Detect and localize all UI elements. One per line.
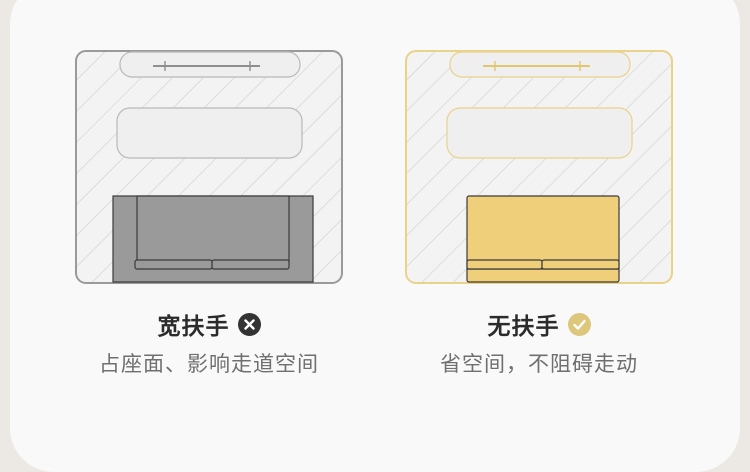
check-icon <box>567 312 591 336</box>
cross-icon <box>237 312 261 336</box>
wide-armrest-sofa-illustration <box>75 50 343 284</box>
wide-armrest-title: 宽扶手 <box>157 314 230 340</box>
wide-armrest-subtitle: 占座面、影响走道空间 <box>99 352 319 376</box>
armless-sofa-illustration <box>405 50 673 284</box>
armless-title-row: 无扶手 <box>374 307 704 341</box>
wide-armrest-title-row: 宽扶手 <box>44 307 374 341</box>
armless-subtitle: 省空间，不阻碍走动 <box>440 352 638 376</box>
armless-title: 无扶手 <box>487 314 560 340</box>
